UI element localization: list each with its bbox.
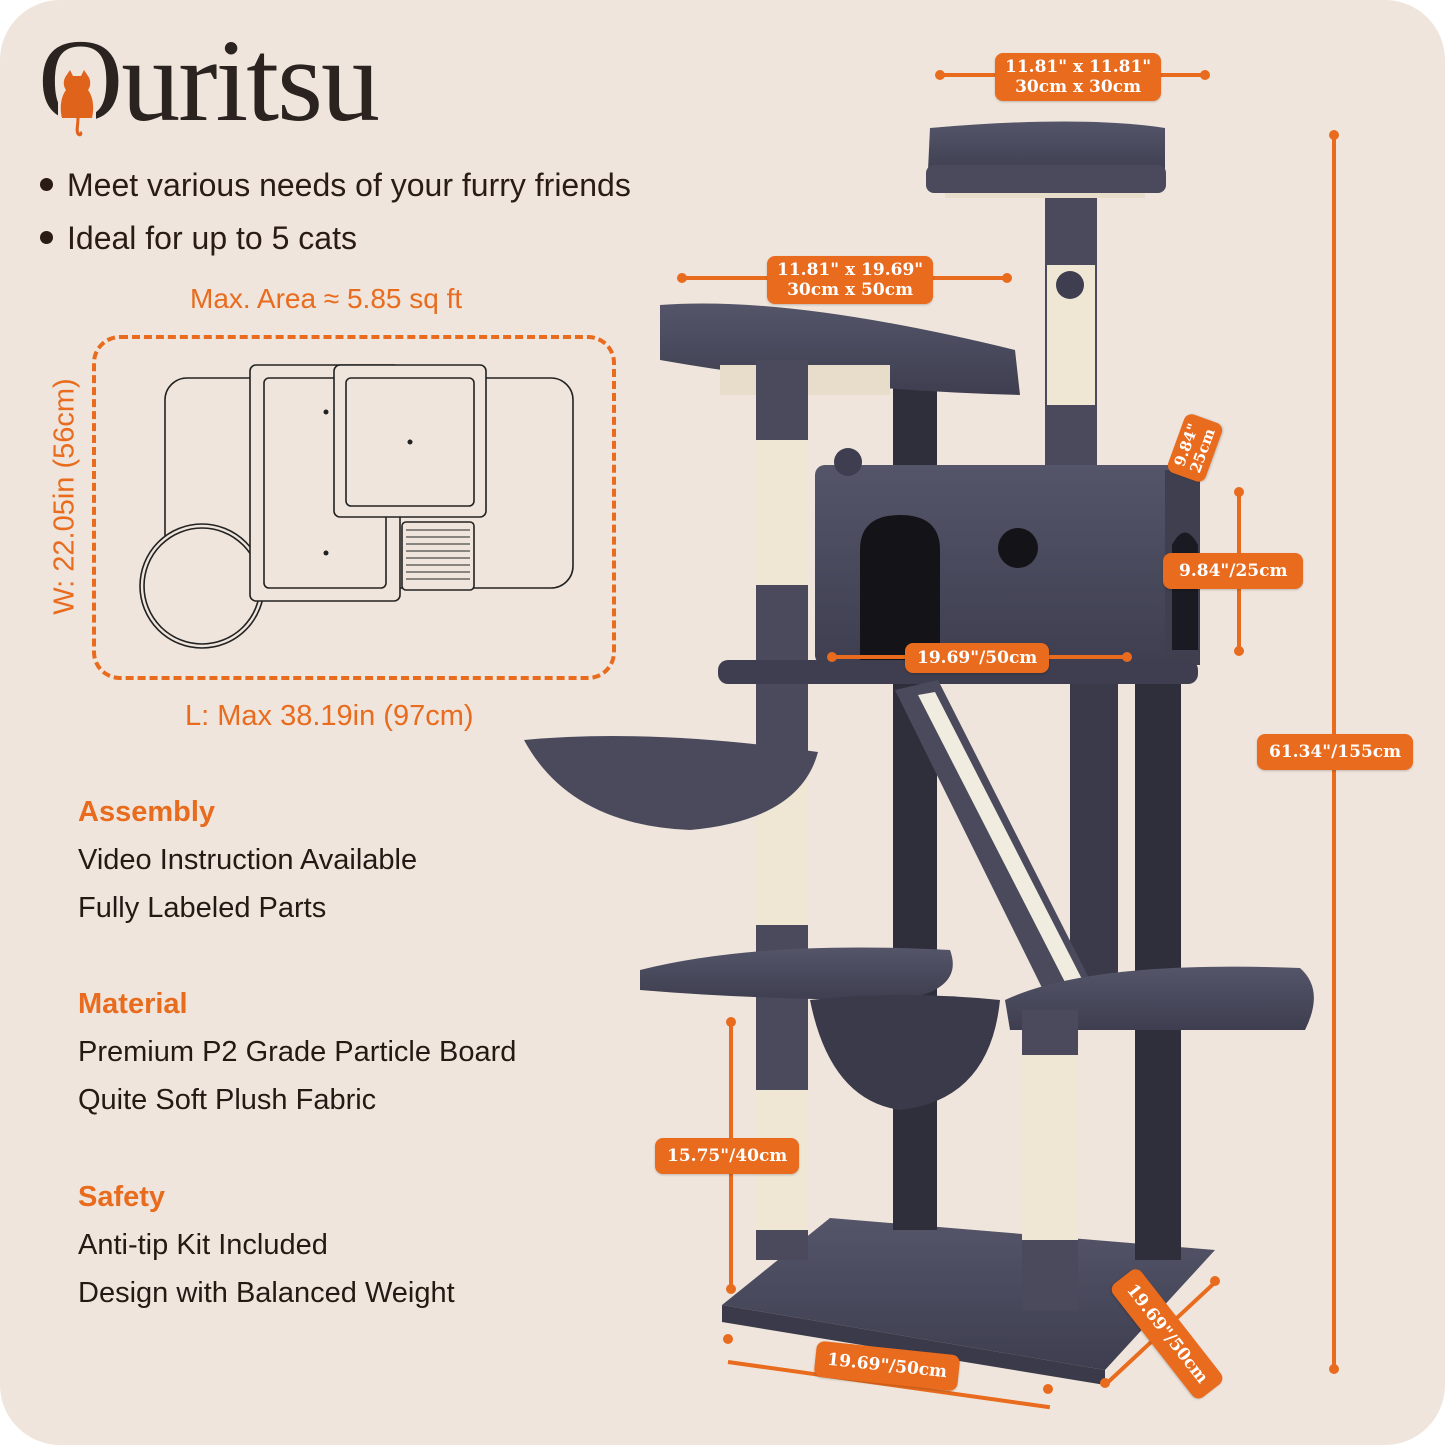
dimension-label-top-perch: 11.81" x 11.81" 30cm x 30cm — [995, 53, 1162, 101]
feature-line: Premium P2 Grade Particle Board — [78, 1036, 517, 1068]
dimension-endpoint-icon — [726, 1017, 736, 1027]
feature-line: Anti-tip Kit Included — [78, 1229, 328, 1261]
cat-silhouette-icon — [58, 68, 96, 140]
dimension-endpoint-icon — [1329, 130, 1339, 140]
bullet-item: Ideal for up to 5 cats — [40, 218, 631, 271]
dimension-endpoint-icon — [1234, 487, 1244, 497]
dimension-endpoint-icon — [1002, 273, 1012, 283]
feature-section-material: Material Premium P2 Grade Particle Board… — [78, 987, 516, 1131]
footprint-boundary — [92, 335, 616, 680]
dimension-label-upper-perch: 11.81" x 19.69" 30cm x 50cm — [767, 256, 934, 304]
dimension-label-total-height: 61.34"/155cm — [1257, 734, 1414, 770]
dimension-endpoint-icon — [935, 70, 945, 80]
bullet-dot-icon — [40, 178, 53, 192]
feature-title: Material — [78, 988, 188, 1020]
dimension-endpoint-icon — [723, 1334, 733, 1344]
feature-section-safety: Safety Anti-tip Kit Included Design with… — [78, 1180, 455, 1324]
footprint-width-label: W: 22.05in (56cm) — [48, 378, 81, 615]
dimension-endpoint-icon — [827, 652, 837, 662]
dimension-endpoint-icon — [1200, 70, 1210, 80]
feature-line: Video Instruction Available — [78, 844, 418, 876]
feature-line: Design with Balanced Weight — [78, 1277, 455, 1309]
feature-line: Quite Soft Plush Fabric — [78, 1084, 377, 1116]
dimension-endpoint-icon — [1329, 1364, 1339, 1374]
dimension-endpoint-icon — [1210, 1276, 1220, 1286]
dimension-label-bottom-post: 15.75"/40cm — [655, 1138, 800, 1174]
feature-title: Safety — [78, 1181, 166, 1213]
dimension-label-condo-height: 9.84"/25cm — [1163, 553, 1304, 589]
cat-tree-image — [524, 121, 1314, 1385]
bullet-dot-icon — [40, 231, 53, 245]
dimension-endpoint-icon — [726, 1284, 736, 1294]
dimension-endpoint-icon — [1234, 646, 1244, 656]
feature-section-assembly: Assembly Video Instruction Available Ful… — [78, 795, 417, 939]
dimension-endpoint-icon — [1122, 652, 1132, 662]
dimension-endpoint-icon — [1043, 1384, 1053, 1394]
dimension-label-condo-width: 19.69"/50cm — [905, 643, 1050, 673]
footprint-length-label: L: Max 38.19in (97cm) — [185, 700, 474, 732]
bullet-list: Meet various needs of your furry friends… — [40, 165, 631, 271]
bullet-item: Meet various needs of your furry friends — [40, 165, 631, 218]
feature-title: Assembly — [78, 796, 216, 828]
max-area-title: Max. Area ≈ 5.85 sq ft — [190, 283, 463, 314]
footprint-diagram — [139, 364, 574, 649]
dimension-endpoint-icon — [1100, 1378, 1110, 1388]
dimension-endpoint-icon — [677, 273, 687, 283]
feature-line: Fully Labeled Parts — [78, 892, 327, 924]
